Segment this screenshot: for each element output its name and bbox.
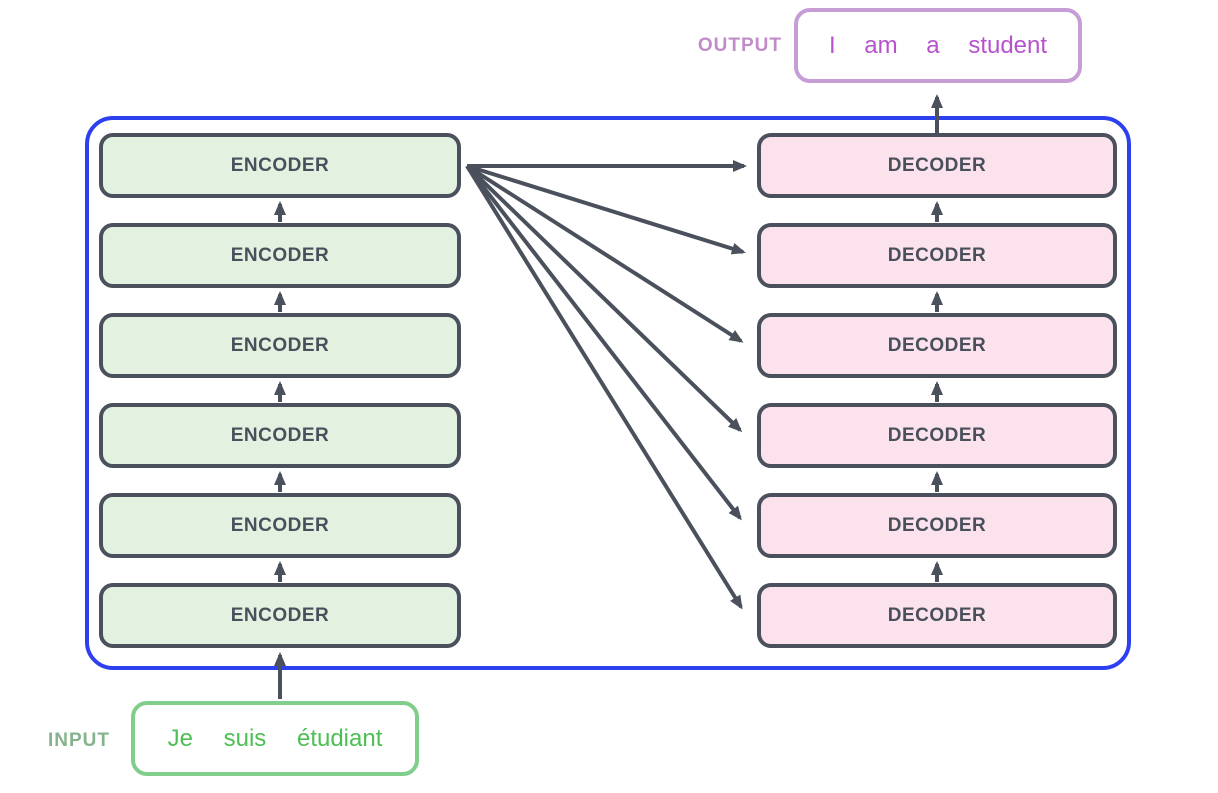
fan-arrow xyxy=(465,164,743,433)
decoder-box: DECODER xyxy=(757,223,1117,288)
output-tokens: I am a student xyxy=(828,31,1048,59)
output-box: I am a student xyxy=(794,8,1082,83)
encoder-box: ENCODER xyxy=(99,583,461,648)
input-tokens: Je suis étudiant xyxy=(167,724,383,752)
decoder-box: DECODER xyxy=(757,493,1117,558)
decoder-box: DECODER xyxy=(757,583,1117,648)
fan-arrow xyxy=(465,164,744,343)
decoder-box: DECODER xyxy=(757,403,1117,468)
input-box: Je suis étudiant xyxy=(131,701,419,776)
decoder-box: DECODER xyxy=(757,133,1117,198)
decoder-stack: DECODER DECODER DECODER DECODER DECODER … xyxy=(757,133,1117,648)
encoder-box: ENCODER xyxy=(99,493,461,558)
encoder-box: ENCODER xyxy=(99,133,461,198)
input-label: INPUT xyxy=(48,730,110,751)
encoder-stack: ENCODER ENCODER ENCODER ENCODER ENCODER … xyxy=(99,133,461,648)
encoder-box: ENCODER xyxy=(99,403,461,468)
fan-arrow xyxy=(465,164,742,521)
encoder-box: ENCODER xyxy=(99,223,461,288)
decoder-box: DECODER xyxy=(757,313,1117,378)
encoder-box: ENCODER xyxy=(99,313,461,378)
fan-arrow xyxy=(465,164,743,610)
fan-arrow xyxy=(466,164,746,255)
model-frame xyxy=(85,116,1131,670)
output-label: OUTPUT xyxy=(697,35,782,56)
